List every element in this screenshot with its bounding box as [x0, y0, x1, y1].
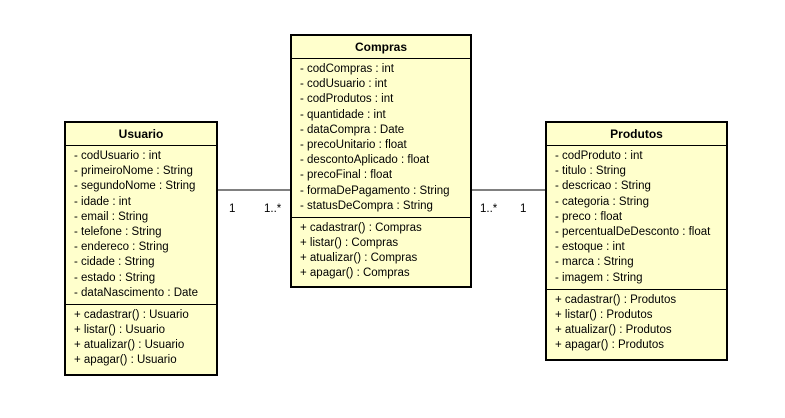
methods-usuario: + cadastrar() : Usuario + listar() : Usua… — [66, 305, 216, 372]
class-name-compras: Compras — [292, 36, 470, 59]
method-item: + listar() : Compras — [300, 237, 399, 250]
attribute-item: - precoFinal : float — [300, 169, 393, 182]
attribute-item: - quantidade : int — [300, 108, 386, 121]
attribute-item: - titulo : String — [555, 165, 626, 178]
class-compras[interactable]: Compras - codCompras : int - codUsuario :… — [290, 34, 472, 288]
attributes-usuario: - codUsuario : int - primeiroNome : Strin… — [66, 146, 216, 305]
attribute-item: - codCompras : int — [300, 63, 394, 75]
method-item: + atualizar() : Usuario — [74, 339, 185, 352]
class-usuario[interactable]: Usuario - codUsuario : int - primeiroNome… — [64, 121, 218, 376]
attribute-item: - codProduto : int — [555, 150, 643, 162]
attribute-item: - estoque : int — [555, 241, 625, 254]
multiplicity-usuario-side: 1 — [229, 203, 236, 215]
method-item: + listar() : Produtos — [555, 308, 653, 321]
methods-produtos: + cadastrar() : Produtos + listar() : Pro… — [547, 290, 726, 357]
multiplicity-compras-left-side: 1..* — [264, 203, 282, 215]
attribute-item: - cidade : String — [74, 256, 155, 269]
method-item: + cadastrar() : Produtos — [555, 293, 677, 306]
attributes-compras: - codCompras : int - codUsuario : int - co… — [292, 59, 470, 218]
attribute-item: - estado : String — [74, 271, 156, 284]
attribute-item: - preco : float — [555, 210, 623, 223]
multiplicity-compras-right-side: 1..* — [480, 203, 498, 215]
attribute-item: - percentualDeDesconto : float — [555, 225, 711, 238]
attribute-item: - descontoAplicado : float — [300, 154, 430, 167]
multiplicity-produtos-side: 1 — [520, 203, 527, 215]
attribute-item: - statusDeCompra : String — [300, 199, 433, 212]
method-item: + cadastrar() : Compras — [300, 221, 422, 234]
method-item: + apagar() : Usuario — [74, 354, 177, 367]
attribute-item: - formaDePagamento : String — [300, 184, 450, 197]
attribute-item: - idade : int — [74, 195, 131, 208]
attribute-item: - email : String — [74, 210, 149, 223]
class-name-usuario: Usuario — [66, 123, 216, 146]
class-name-produtos: Produtos — [547, 123, 726, 146]
attribute-item: - dataCompra : Date — [300, 123, 405, 136]
attribute-item: - primeiroNome : String — [74, 165, 193, 178]
attribute-item: - descricao : String — [555, 180, 651, 193]
method-item: + listar() : Usuario — [74, 324, 166, 337]
methods-compras: + cadastrar() : Compras + listar() : Comp… — [292, 218, 470, 285]
attribute-item: - endereco : String — [74, 241, 169, 254]
attribute-item: - precoUnitario : float — [300, 138, 407, 151]
attribute-item: - telefone : String — [74, 225, 162, 238]
attribute-item: - dataNascimento : Date — [74, 286, 199, 299]
attribute-item: - marca : String — [555, 256, 634, 269]
attribute-item: - segundoNome : String — [74, 180, 196, 193]
method-item: + apagar() : Produtos — [555, 339, 664, 352]
attribute-item: - categoria : String — [555, 195, 649, 208]
class-produtos[interactable]: Produtos - codProduto : int - titulo : St… — [545, 121, 728, 361]
attribute-item: - codUsuario : int — [74, 150, 161, 162]
attribute-item: - codUsuario : int — [300, 78, 387, 91]
method-item: + atualizar() : Compras — [300, 252, 418, 265]
method-item: + apagar() : Compras — [300, 267, 410, 280]
attribute-item: - imagem : String — [555, 271, 643, 284]
method-item: + cadastrar() : Usuario — [74, 308, 189, 321]
attributes-produtos: - codProduto : int - titulo : String - des… — [547, 146, 726, 290]
attribute-item: - codProdutos : int — [300, 93, 394, 106]
method-item: + atualizar() : Produtos — [555, 324, 672, 337]
